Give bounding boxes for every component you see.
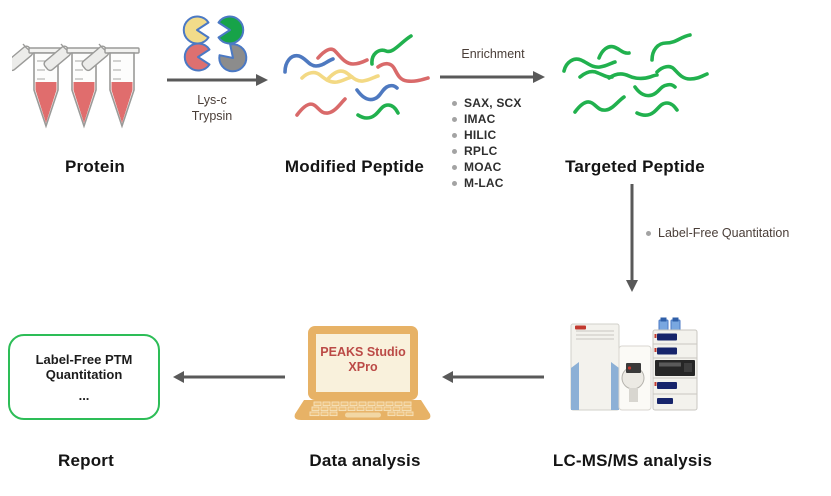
- sample-tubes-icon: [12, 43, 140, 127]
- report-box: Label-Free PTM Quantitation ...: [8, 334, 160, 420]
- quantitation-label: Label-Free Quantitation: [658, 226, 790, 240]
- report-label: Report: [58, 451, 114, 470]
- list-item: M-LAC: [452, 177, 522, 190]
- enrichment-item-label: MOAC: [464, 160, 502, 174]
- data-analysis-label: Data analysis: [309, 451, 421, 470]
- report-box-line1: Label-Free PTM: [35, 351, 133, 367]
- enrichment-item-label: SAX, SCX: [464, 96, 522, 110]
- enrichment-item-label: HILIC: [464, 128, 497, 142]
- list-item: SAX, SCX: [452, 97, 522, 110]
- protein-label: Protein: [65, 157, 125, 176]
- laptop-icon: [294, 326, 431, 420]
- list-item: IMAC: [452, 113, 522, 126]
- enzyme-pacman-icons: [182, 15, 248, 73]
- arrow-down-icon: [626, 184, 638, 292]
- enzyme-red-icon: [183, 42, 211, 72]
- digestion-note: Lys-c Trypsin: [162, 92, 262, 124]
- bullet-icon: [452, 132, 457, 138]
- enrichment-title: Enrichment: [461, 47, 525, 61]
- list-item: MOAC: [452, 161, 522, 174]
- bullet-icon: [452, 164, 457, 170]
- arrow-right-enrichment-icon: [440, 71, 545, 83]
- enrichment-item-label: IMAC: [464, 112, 496, 126]
- bullet-icon: [452, 180, 457, 186]
- arrow-left-to-report-icon: [173, 371, 285, 383]
- targeted-peptide-label: Targeted Peptide: [565, 157, 705, 176]
- bullet-icon: [452, 116, 457, 122]
- modified-peptide-squiggles-icon: [283, 34, 430, 120]
- bullet-icon: [646, 230, 651, 236]
- list-item: RPLC: [452, 145, 522, 158]
- enzyme-green-icon: [217, 15, 245, 45]
- peaks-line2: XPro: [348, 360, 378, 374]
- enzyme-yellow-icon: [182, 15, 210, 45]
- enrichment-item-label: RPLC: [464, 144, 498, 158]
- digestion-line1: Lys-c: [197, 93, 227, 107]
- report-box-line2: Quantitation: [45, 366, 123, 382]
- modified-peptide-label: Modified Peptide: [284, 157, 425, 176]
- list-item: HILIC: [452, 129, 522, 142]
- quantitation-note: Label-Free Quantitation: [646, 226, 789, 240]
- lcms-label: LC-MS/MS analysis: [552, 451, 713, 470]
- bullet-icon: [452, 148, 457, 154]
- lcms-instrument-icon: [570, 317, 698, 411]
- enzyme-gray-icon: [218, 43, 248, 73]
- bullet-icon: [452, 100, 457, 106]
- enrichment-item-label: M-LAC: [464, 176, 504, 190]
- laptop-screen-text: PEAKS Studio XPro: [306, 345, 420, 375]
- arrow-right-digestion-icon: [167, 74, 268, 86]
- peaks-line1: PEAKS Studio: [320, 345, 406, 359]
- enrichment-list: SAX, SCX IMAC HILIC RPLC MOAC M-LAC: [452, 97, 522, 190]
- digestion-line2: Trypsin: [191, 109, 233, 123]
- report-box-ellipsis: ...: [78, 387, 90, 403]
- targeted-peptide-squiggles-icon: [562, 33, 709, 117]
- arrow-left-to-laptop-icon: [442, 371, 544, 383]
